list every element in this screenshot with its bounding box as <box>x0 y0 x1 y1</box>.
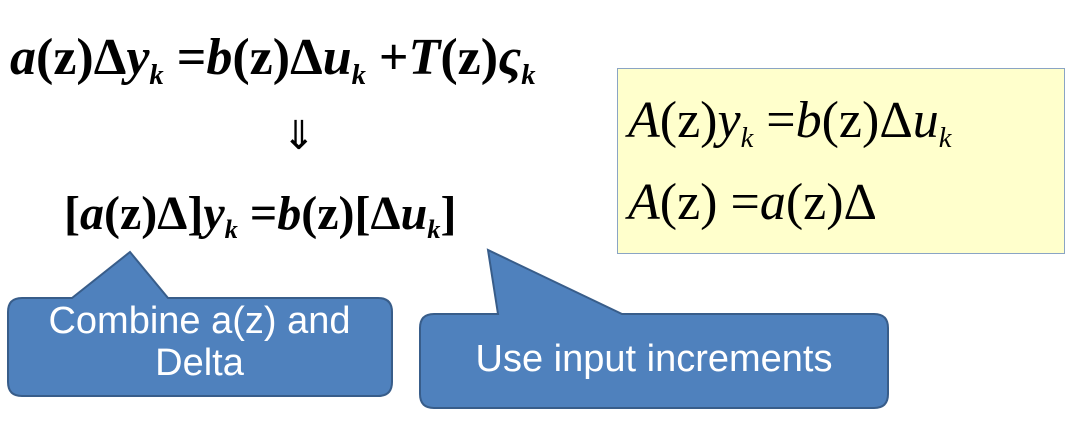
box-equation-1: A(z)yk =b(z)Δuk <box>628 92 952 154</box>
callout-left-line2: Delta <box>155 342 244 384</box>
callout-left-text: Combine a(z) and Delta <box>12 300 387 384</box>
callout-right-text: Use input increments <box>475 338 833 380</box>
equation-middle: [a(z)Δ]yk =b(z)[Δuk] <box>64 187 457 245</box>
definition-box: A(z)yk =b(z)Δuk A(z) =a(z)Δ <box>617 68 1065 254</box>
equation-top: a(z)Δyk =b(z)Δuk +T(z)ςk <box>10 29 536 91</box>
box-equation-2: A(z) =a(z)Δ <box>628 174 877 231</box>
callout-left-line1: Combine a(z) and <box>48 300 351 342</box>
callout-left-bubble <box>7 250 393 397</box>
callout-right-bubble <box>419 248 889 409</box>
implies-arrow: ⇓ <box>282 113 316 158</box>
